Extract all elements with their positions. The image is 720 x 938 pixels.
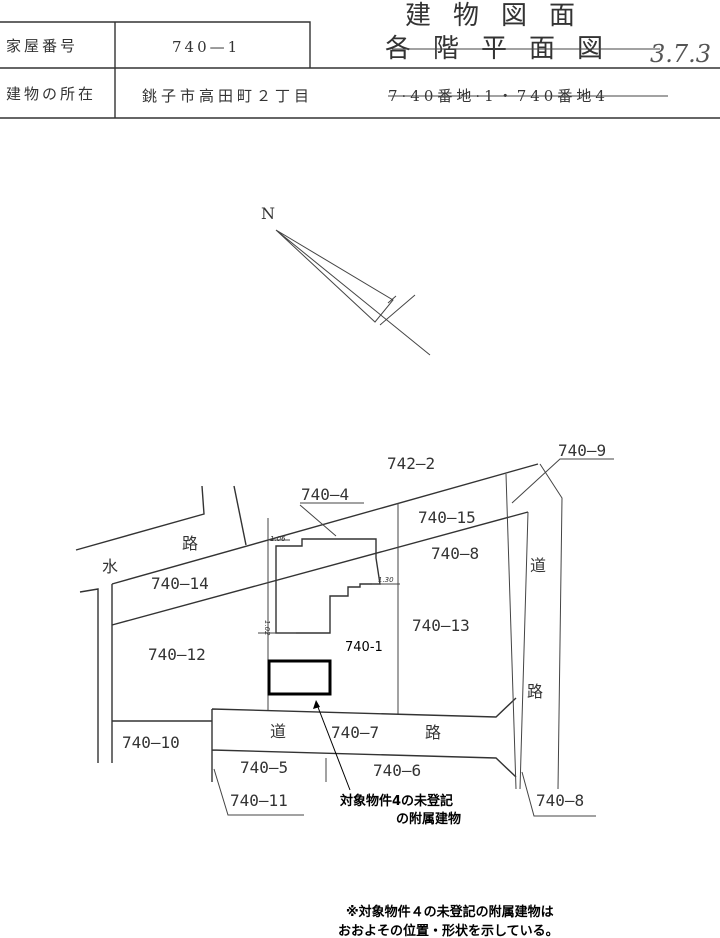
road-label: 道	[270, 722, 286, 741]
callout-line1: 対象物件4の未登記	[339, 793, 453, 809]
road-label: 水	[102, 557, 118, 576]
parcel-label: 742—2	[387, 454, 435, 473]
road-label: 路	[182, 534, 198, 553]
north-arrow-icon	[275, 229, 431, 356]
footnote-line1: ※対象物件４の未登記の附属建物は	[346, 904, 554, 920]
dimension-label: 1.30	[378, 576, 394, 584]
parcel-label: 740—7	[331, 723, 379, 742]
parcel-label: 740—4	[301, 485, 349, 504]
north-label: N	[261, 204, 275, 223]
handwritten-date: 3.7.3	[650, 40, 711, 68]
parcel-label: 740—12	[148, 645, 206, 664]
unregistered-annex-building	[267, 659, 332, 696]
header-table: 家屋番号 740—1 建物の所在 銚子市高田町２丁目 7·40番地·1・740番…	[0, 21, 720, 119]
title-line1: 建物図面	[405, 1, 597, 31]
arrowhead-icon	[313, 700, 320, 709]
road-label: 路	[425, 723, 441, 742]
north-arrow: N	[261, 204, 431, 356]
parcel-label: 740—8	[431, 544, 479, 563]
parcel-label: 740—5	[240, 758, 288, 777]
location-label: 建物の所在	[6, 85, 96, 103]
house-number-label: 家屋番号	[6, 37, 78, 55]
parcel-labels: 742—2 740—4 740—15 740—8 740—14 740—12 7…	[122, 441, 606, 810]
parcel-label: 740—10	[122, 733, 180, 752]
callout-arrow	[315, 701, 351, 791]
building-740-1-outline: 1.06 1.02 1.30	[258, 535, 400, 636]
parcel-label: 740—8	[536, 791, 584, 810]
parcel-label: 740—14	[151, 574, 209, 593]
parcel-label: 740-1	[345, 640, 383, 655]
callout-line2: の附属建物	[396, 811, 461, 827]
road-label: 路	[527, 682, 543, 701]
parcel-label: 740—9	[558, 441, 606, 460]
parcel-label: 740—11	[230, 791, 288, 810]
parcel-label: 740—6	[373, 761, 421, 780]
dimension-label: 1.02	[263, 620, 271, 636]
road-label: 道	[530, 556, 546, 575]
road-labels: 水 路 道 路 道 路	[102, 534, 546, 742]
parcel-label: 740—13	[412, 616, 470, 635]
parcel-lines	[75, 458, 614, 817]
footnote-line2: おおよその位置・形状を示している。	[338, 923, 559, 938]
document-title: 建物図面 各階平面図 3.7.3	[385, 1, 711, 68]
location-prefix: 銚子市高田町２丁目	[142, 87, 313, 105]
parcel-label: 740—15	[418, 508, 476, 527]
house-number-value: 740—1	[172, 38, 240, 56]
dimension-label: 1.06	[270, 535, 286, 543]
